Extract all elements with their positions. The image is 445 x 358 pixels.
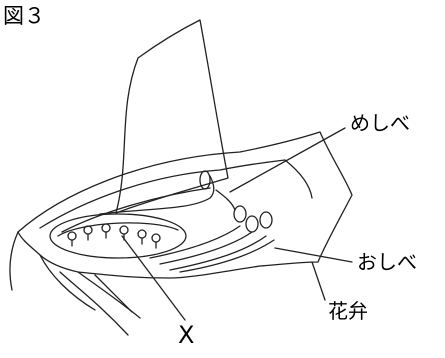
inner-petal-curve <box>285 160 312 198</box>
leader-petal <box>312 262 325 300</box>
stem <box>40 255 95 310</box>
leader-stamen <box>275 248 352 262</box>
stamen-filament <box>150 226 240 258</box>
label-x: X <box>178 323 194 347</box>
stem <box>10 232 18 290</box>
outer-petal <box>18 132 352 278</box>
ovule <box>152 234 160 242</box>
ovule <box>68 232 76 240</box>
ovary <box>50 214 186 258</box>
upper-petal <box>116 20 228 213</box>
figure-title: 図３ <box>3 6 45 27</box>
anther <box>260 212 272 228</box>
pistil-style <box>216 190 235 210</box>
ovule <box>102 224 110 232</box>
ovule <box>120 226 128 234</box>
sepal <box>95 275 132 312</box>
leader-pistil <box>230 128 345 192</box>
label-stamen: おしべ <box>357 252 417 272</box>
label-pistil: めしべ <box>350 113 410 133</box>
ovule <box>138 230 146 238</box>
anther <box>234 206 246 222</box>
anther <box>246 216 258 232</box>
stigma <box>200 171 210 189</box>
label-petal: 花弁 <box>328 301 368 321</box>
sepal <box>60 272 128 335</box>
ovule <box>84 226 92 234</box>
